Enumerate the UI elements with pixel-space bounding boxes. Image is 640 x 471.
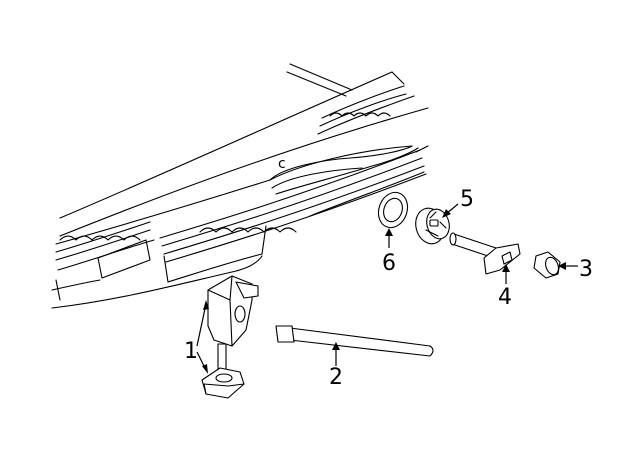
grommet-ring-part [377,191,409,229]
callout-leaders [196,203,578,374]
body-mark-text: c [278,156,286,172]
callout-4-label: 4 [498,285,512,310]
jack-handle-part [275,325,434,357]
rear-bumper-assembly [51,63,429,309]
adapter-cap-part [533,251,561,279]
callout-3-label: 3 [579,257,593,282]
jack-part [201,275,259,399]
callout-1-label: 1 [184,339,198,364]
callout-6-label: 6 [382,251,396,276]
callout-5-label: 5 [460,187,474,212]
hoist-shaft-part [449,232,521,275]
lock-housing-part [415,207,450,245]
callout-2-label: 2 [329,365,343,390]
